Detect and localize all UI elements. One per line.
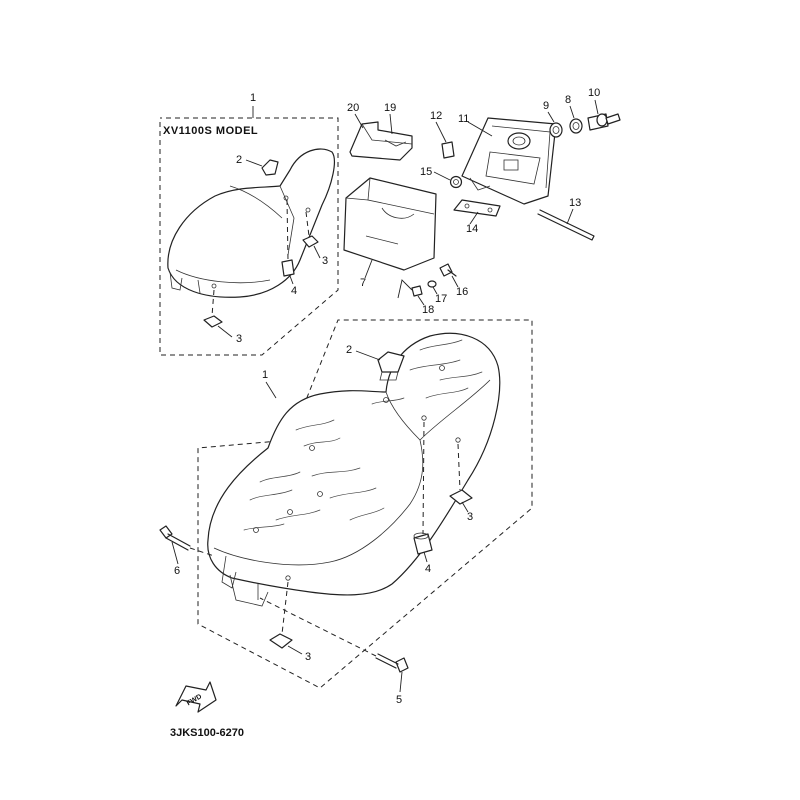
screw-part-16: [439, 263, 457, 277]
callout-17: 17: [435, 293, 447, 305]
bolt-part-6: [159, 525, 215, 557]
callout-12: 12: [430, 110, 442, 122]
callout-2-main: 2: [346, 344, 352, 356]
callout-4-inset: 4: [291, 285, 297, 297]
washer-part-3-right: [449, 443, 473, 505]
inset-washer-part-3-lower: [203, 289, 223, 328]
main-frame: [197, 319, 533, 689]
callout-14: 14: [466, 223, 478, 235]
lock-housing-part-11: [461, 117, 557, 205]
callout-5: 5: [396, 694, 402, 706]
washer-part-17: [427, 280, 437, 288]
forward-arrow-icon: FWD: [175, 681, 217, 713]
nut-part-18: [411, 285, 423, 297]
callout-4-main: 4: [425, 563, 431, 575]
callout-1-inset: 1: [250, 92, 256, 104]
inset-washer-part-3: [302, 211, 319, 248]
callout-20: 20: [347, 102, 359, 114]
bolt-part-5: [259, 597, 409, 673]
callout-11: 11: [458, 113, 469, 125]
lock-cylinder-part-10: [587, 113, 621, 131]
callout-16: 16: [456, 286, 468, 298]
callout-8: 8: [565, 94, 571, 106]
callout-18: 18: [422, 304, 434, 316]
collar-part-12: [441, 141, 455, 159]
hinge-bracket-part-19-20: [349, 121, 413, 161]
nut-part-15: [449, 175, 463, 189]
part-code: 3JKS100-6270: [170, 727, 244, 739]
callout-19: 19: [384, 102, 396, 114]
damper-part-4-main: [413, 421, 433, 555]
callout-3-inset-lower: 3: [236, 333, 242, 345]
plate-part-14: [453, 199, 501, 217]
callout-3-main-bottom: 3: [305, 651, 311, 663]
callout-2-inset: 2: [236, 154, 242, 166]
main-seat: [207, 332, 501, 607]
inset-seat: [167, 148, 335, 298]
rod-part-13: [537, 209, 595, 241]
washer-part-3-bottom: [269, 581, 293, 649]
callout-1-main: 1: [262, 369, 268, 381]
callout-13: 13: [569, 197, 581, 209]
callout-6: 6: [174, 565, 180, 577]
callout-15: 15: [420, 166, 432, 178]
cover-box-part-7: [343, 177, 437, 271]
inset-damper-part-4: [281, 199, 295, 277]
washer-part-9: [549, 122, 563, 138]
callout-3-main-right: 3: [467, 511, 473, 523]
callout-9: 9: [543, 100, 549, 112]
nut-part-8: [569, 118, 583, 134]
callout-3-inset-upper: 3: [322, 255, 328, 267]
callout-7: 7: [360, 277, 366, 289]
callout-10: 10: [588, 87, 600, 99]
inset-title: XV1100S MODEL: [163, 125, 258, 137]
